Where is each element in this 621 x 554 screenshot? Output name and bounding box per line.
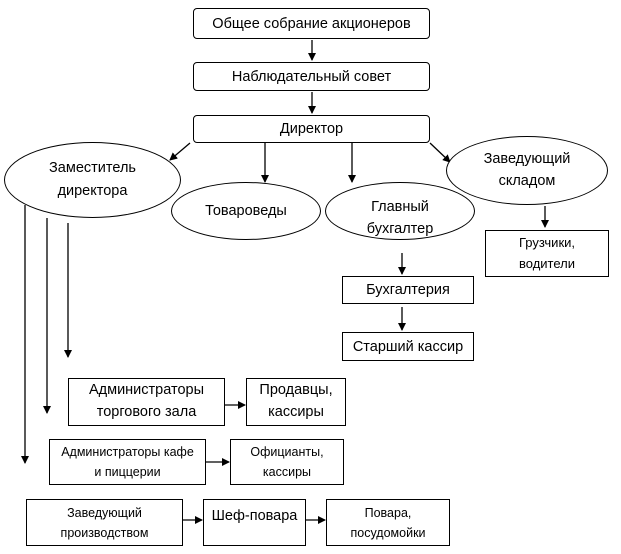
node-senior-cashier: Старший кассир (342, 332, 474, 361)
node-warehouse-manager: Заведующий складом (446, 136, 608, 205)
arrow-director-to-warehouse (429, 142, 451, 163)
node-supervisory-board: Наблюдательный совет (193, 62, 430, 91)
node-loaders-drivers: Грузчики, водители (485, 230, 609, 277)
node-cafe-admins: Администраторы кафе и пиццерии (49, 439, 206, 485)
arrow-director-to-deputy (169, 142, 191, 161)
node-production-head: Заведующий производством (26, 499, 183, 546)
node-sellers-cashiers: Продавцы, кассиры (246, 378, 346, 426)
node-chief-accountant: Главный бухгалтер (325, 182, 475, 240)
node-waiters-cashiers: Официанты, кассиры (230, 439, 344, 485)
node-cooks-dishwashers: Повара, посудомойки (326, 499, 450, 546)
node-accounting: Бухгалтерия (342, 276, 474, 304)
node-general-meeting: Общее собрание акционеров (193, 8, 430, 39)
node-merchandisers: Товароведы (171, 182, 321, 240)
node-hall-admins: Администраторы торгового зала (68, 378, 225, 426)
node-chef: Шеф-повара (203, 499, 306, 546)
node-director: Директор (193, 115, 430, 143)
node-deputy-director: Заместитель директора (4, 142, 181, 218)
